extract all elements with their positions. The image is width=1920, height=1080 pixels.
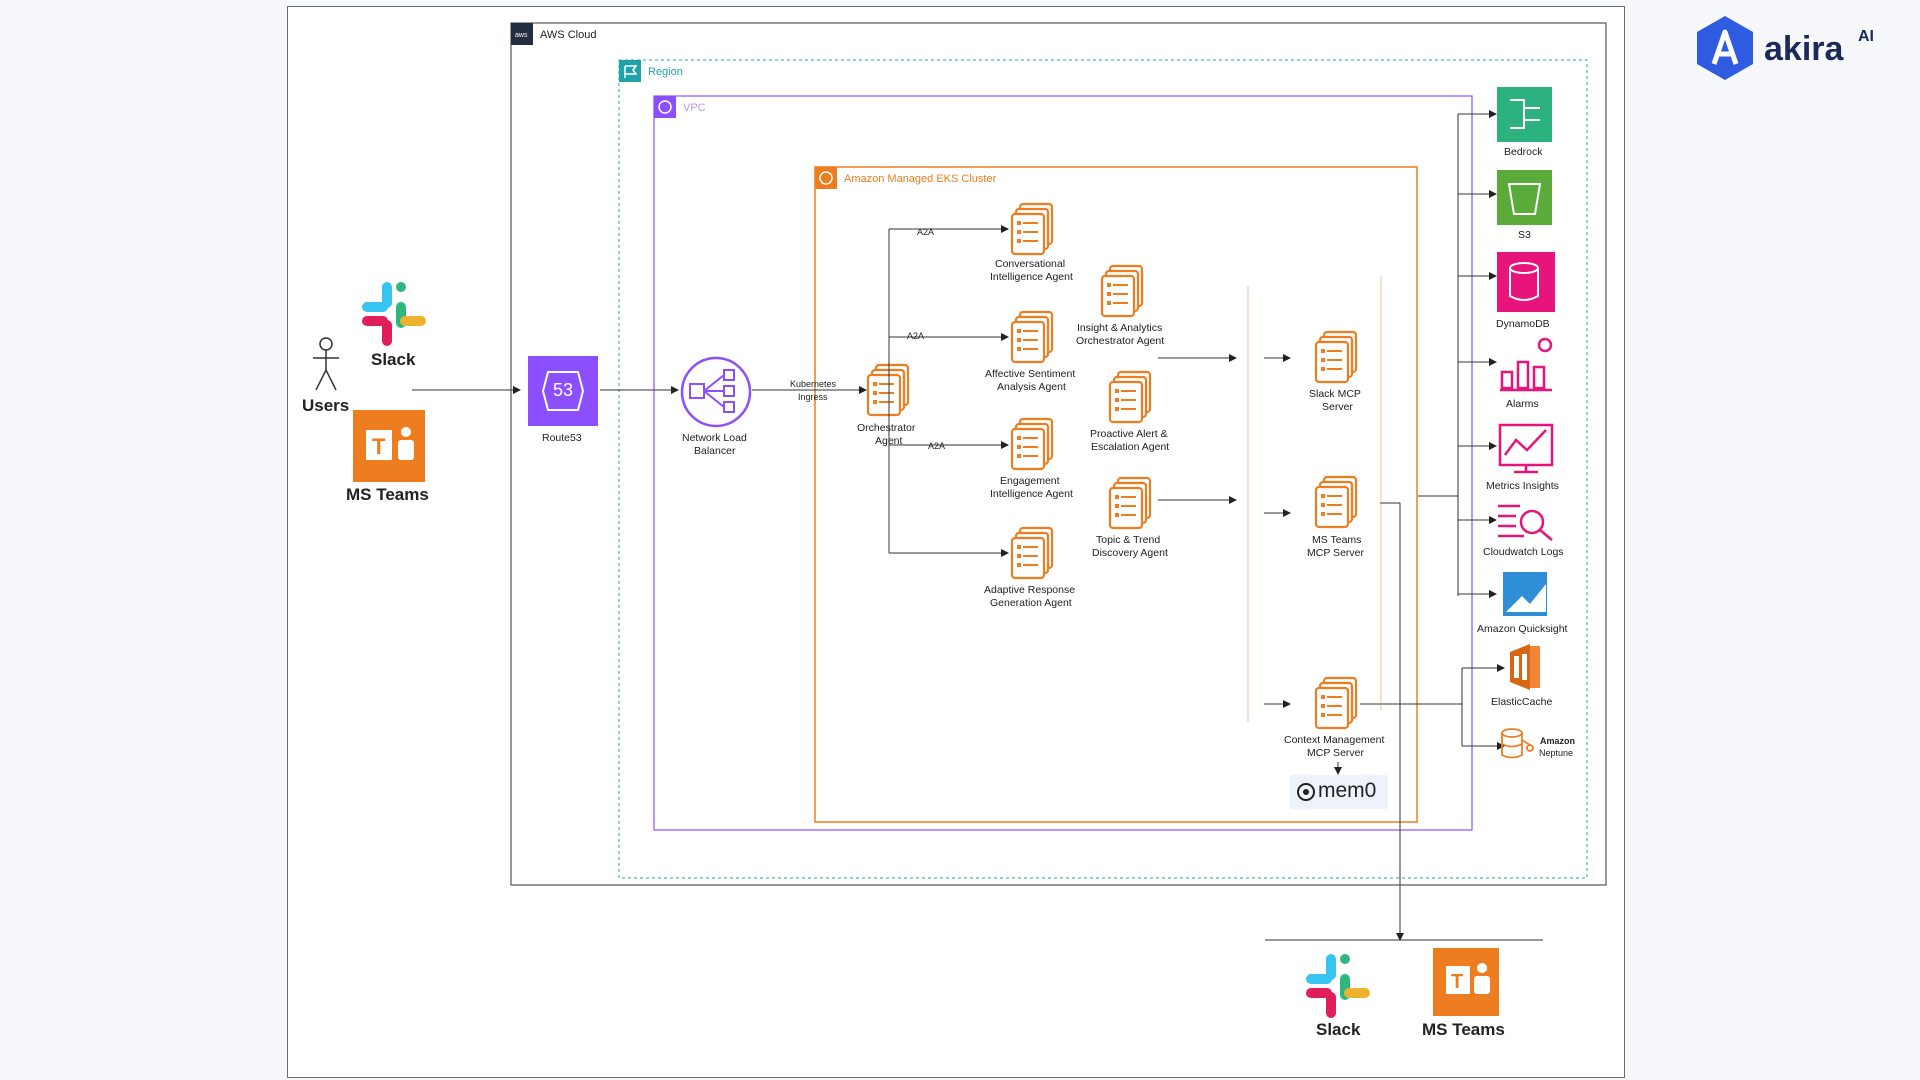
ms-teams-label: MS Teams xyxy=(346,485,429,504)
nlb-label-1: Network Load xyxy=(682,432,747,444)
elasticache-icon xyxy=(1510,644,1540,690)
affective-agent-icon xyxy=(1010,310,1054,364)
akira-logo-superscript: AI xyxy=(1858,28,1874,45)
svg-text:aws: aws xyxy=(515,32,528,39)
cloudwatch-logs-icon xyxy=(1498,504,1553,541)
metrics-insights-icon xyxy=(1498,423,1554,474)
svg-text:T: T xyxy=(1451,971,1463,993)
aws-cloud-group xyxy=(510,22,1607,886)
output-slack-icon xyxy=(1306,954,1370,1018)
bedrock-label: Bedrock xyxy=(1504,146,1543,158)
insight-label-1: Insight & Analytics xyxy=(1077,322,1163,334)
output-slack-label: Slack xyxy=(1316,1020,1361,1039)
adaptive-label-1: Adaptive Response xyxy=(984,584,1076,596)
eks-icon xyxy=(815,167,837,189)
orchestrator-agent-icon xyxy=(866,363,910,417)
topic-agent-icon xyxy=(1108,476,1152,530)
bedrock-icon xyxy=(1497,87,1552,142)
akira-logo-icon xyxy=(1697,16,1753,80)
mem0-label: mem0 xyxy=(1318,779,1377,802)
teams-mcp-label-1: MS Teams xyxy=(1312,534,1362,546)
aws-cloud-label: AWS Cloud xyxy=(540,29,597,41)
eks-cluster-group xyxy=(814,166,1418,823)
svg-text:T: T xyxy=(372,434,386,459)
vpc-label: VPC xyxy=(683,102,706,114)
metrics-insights-label: Metrics Insights xyxy=(1486,480,1559,492)
context-mcp-icon xyxy=(1314,676,1358,730)
conversational-label-2: Intelligence Agent xyxy=(990,271,1073,283)
eks-cluster-label: Amazon Managed EKS Cluster xyxy=(844,173,997,185)
orchestrator-label-2: Agent xyxy=(875,435,903,447)
affective-label-1: Affective Sentiment xyxy=(985,368,1076,380)
alarms-label: Alarms xyxy=(1506,398,1539,410)
quicksight-icon xyxy=(1503,572,1547,616)
engagement-label-1: Engagement xyxy=(1000,475,1060,487)
neptune-label-1: Amazon xyxy=(1540,736,1576,746)
topic-label-2: Discovery Agent xyxy=(1092,547,1168,559)
diagram-frame xyxy=(287,6,1625,1078)
teams-mcp-icon xyxy=(1314,475,1358,529)
engagement-label-2: Intelligence Agent xyxy=(990,488,1073,500)
nlb-label-2: Balancer xyxy=(694,445,736,457)
proactive-label-2: Escalation Agent xyxy=(1091,441,1170,453)
ingress-label-2: Ingress xyxy=(798,392,828,402)
a2a-label-2: A2A xyxy=(907,331,925,341)
route53-icon xyxy=(528,356,598,426)
proactive-agent-icon xyxy=(1108,370,1152,424)
users-label: Users xyxy=(302,396,350,415)
akira-logo-text: akira xyxy=(1764,30,1844,68)
aws-cloud-icon xyxy=(511,23,533,45)
context-mcp-label-1: Context Management xyxy=(1284,734,1385,746)
context-mcp-label-2: MCP Server xyxy=(1307,747,1364,759)
route53-label: Route53 xyxy=(542,432,582,444)
conversational-label-1: Conversational xyxy=(995,258,1066,270)
quicksight-label: Amazon Quicksight xyxy=(1477,623,1568,635)
slack-mcp-label-2: Server xyxy=(1322,401,1353,413)
users-icon xyxy=(313,337,339,391)
route53-badge: 53 xyxy=(552,380,574,400)
a2a-label-3: A2A xyxy=(928,441,946,451)
s3-label: S3 xyxy=(1518,229,1531,241)
region-group xyxy=(618,59,1588,879)
slack-mcp-label-1: Slack MCP xyxy=(1309,388,1361,400)
output-ms-teams-label: MS Teams xyxy=(1422,1020,1505,1039)
slack-icon xyxy=(362,282,426,346)
akira-logo: akira AI xyxy=(1690,12,1910,82)
adaptive-label-2: Generation Agent xyxy=(990,597,1072,609)
conversational-agent-icon xyxy=(1010,202,1054,256)
mem0-badge xyxy=(1290,775,1388,809)
affective-label-2: Analysis Agent xyxy=(997,381,1066,393)
a2a-label-1: A2A xyxy=(917,227,935,237)
dynamodb-label: DynamoDB xyxy=(1496,318,1550,330)
teams-mcp-label-2: MCP Server xyxy=(1307,547,1364,559)
slack-mcp-icon xyxy=(1314,330,1358,384)
region-icon xyxy=(619,60,641,82)
insight-label-2: Orchestrator Agent xyxy=(1076,335,1165,347)
ingress-label-1: Kubernetes xyxy=(790,379,837,389)
engagement-agent-icon xyxy=(1010,417,1054,471)
s3-icon xyxy=(1497,170,1552,225)
region-label: Region xyxy=(648,66,683,78)
dynamodb-icon xyxy=(1497,252,1555,312)
vpc-icon xyxy=(654,96,676,118)
slack-label: Slack xyxy=(371,350,416,369)
proactive-label-1: Proactive Alert & xyxy=(1090,428,1168,440)
network-load-balancer-icon xyxy=(680,356,752,428)
topic-label-1: Topic & Trend xyxy=(1096,534,1161,546)
vpc-group xyxy=(653,95,1473,831)
output-ms-teams-icon: T xyxy=(1433,948,1499,1016)
ms-teams-icon: T xyxy=(353,410,425,482)
neptune-icon xyxy=(1501,728,1534,759)
neptune-label-2: Neptune xyxy=(1539,748,1574,758)
cloudwatch-logs-label: Cloudwatch Logs xyxy=(1483,546,1564,558)
orchestrator-label-1: Orchestrator xyxy=(857,422,916,434)
insight-agent-icon xyxy=(1100,264,1144,318)
adaptive-agent-icon xyxy=(1010,526,1054,580)
elasticache-label: ElasticCache xyxy=(1491,696,1553,708)
alarms-icon xyxy=(1500,337,1553,392)
